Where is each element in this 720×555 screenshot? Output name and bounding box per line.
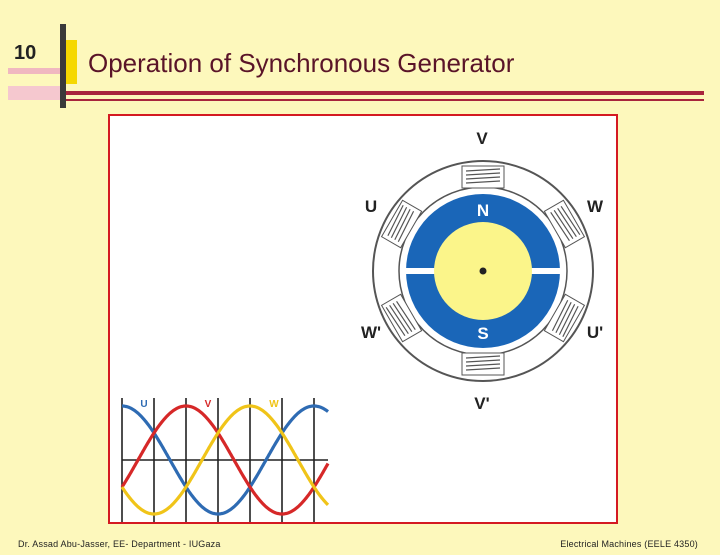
- stator-label-u: U: [365, 197, 377, 216]
- coil-v-prime: [461, 352, 505, 376]
- coil-v: [461, 165, 505, 189]
- stator-label-w: W: [587, 197, 604, 216]
- stator-label-v: V: [476, 129, 488, 148]
- rotor-label-south: S: [477, 324, 488, 343]
- rotor-label-north: N: [477, 201, 489, 220]
- footer-course: Electrical Machines (EELE 4350): [560, 539, 698, 549]
- title-underline-thin: [66, 99, 704, 101]
- waveform-u: [122, 404, 329, 516]
- slide-title: Operation of Synchronous Generator: [88, 48, 515, 78]
- waveform-gridlines: [121, 398, 328, 522]
- rotor-shaft: [479, 267, 487, 275]
- coil-u: [380, 199, 423, 249]
- figure-canvas: N S V U W W' U' V' U V: [120, 129, 604, 522]
- decor-bar-pink: [8, 86, 66, 100]
- stator-label-u-prime: U': [587, 323, 603, 342]
- waveform-w: [120, 404, 330, 516]
- stator-label-v-prime: V': [474, 394, 489, 413]
- waveform-v: [120, 404, 330, 516]
- waveform-label-v: V: [205, 399, 212, 410]
- decor-bar-yellow: [65, 40, 77, 84]
- coil-w-prime: [380, 293, 423, 343]
- footer-author: Dr. Assad Abu-Jasser, EE- Department - I…: [18, 539, 221, 549]
- slide-number: 10: [14, 42, 37, 64]
- waveform-label-w: W: [269, 399, 279, 410]
- coil-u-prime: [543, 293, 586, 343]
- waveform-label-u: U: [140, 399, 147, 410]
- coil-w: [543, 199, 586, 249]
- waveform-plot: U V W: [120, 398, 330, 522]
- title-underline: [66, 91, 704, 95]
- generator-figure: N S V U W W' U' V' U V: [108, 114, 618, 524]
- decor-bar-light: [8, 68, 64, 74]
- generator-diagram: N S V U W W' U' V': [361, 129, 604, 413]
- stator-label-w-prime: W': [361, 323, 381, 342]
- decor-bar-dark: [60, 24, 66, 108]
